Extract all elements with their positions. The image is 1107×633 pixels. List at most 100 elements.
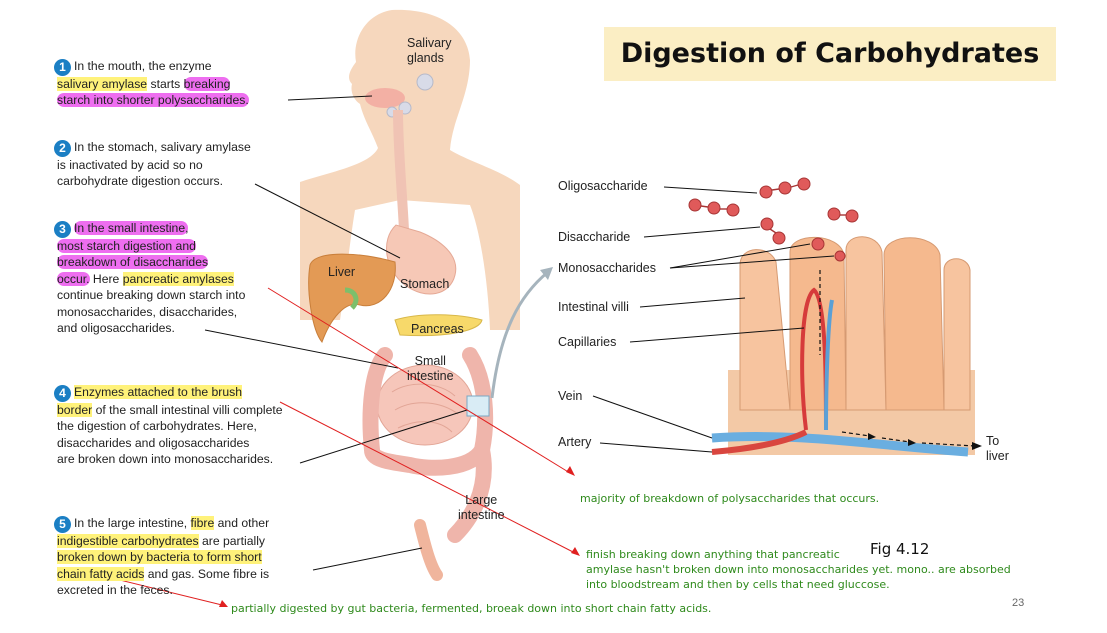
disaccharide-label: Disaccharide [558,230,631,244]
vein-label: Vein [558,389,583,403]
di-hex [772,231,786,245]
annotation-arrows [119,287,576,606]
mono-hex [834,250,846,262]
mouth-cavity [365,88,405,108]
highlight-yellow: broken down by bacteria to form short [57,550,262,565]
large-intestine-shape [362,347,494,543]
step-number-badge: 5 [54,516,71,533]
step-text-line: continue breaking down starch into [57,288,246,303]
sugar-bonds [700,184,846,234]
di-hex [845,209,859,223]
small-intestine-label: Small intestine [407,354,454,384]
step-text-line: In the stomach, salivary amylase [74,140,251,154]
highlight-pink: starch into shorter polysaccharides. [57,93,249,108]
oligo-hex [797,177,811,191]
step-text-line: and oligosaccharides. [57,321,175,336]
large-intestine-label: Large intestine [458,493,505,523]
highlight-pink: breakdown of disaccharides [57,255,209,270]
annotation-arrowhead [571,547,580,556]
highlight-yellow: salivary amylase [57,77,148,91]
di-hex [760,217,774,231]
monosaccharides-label: Monosaccharides [558,261,656,275]
oligo-hex [688,198,702,212]
step-text-line: is inactivated by acid so no [57,158,203,172]
step-text-line: and other [214,516,270,530]
villus-shape [845,236,887,411]
highlight-yellow: fibre [190,516,215,530]
esophagus [393,109,409,231]
highlight-pink: In the small intestine, [74,221,189,235]
highlight-pink: breaking [183,77,231,91]
liver-label: Liver [328,265,356,279]
step-text-line: the digestion of carbohydrates. Here, [57,419,257,434]
pancreas-shape [394,314,483,337]
label-line: Salivary [407,36,452,50]
highlight-yellow: chain fatty acids [57,566,145,581]
step-text-line: excreted in the feces. [57,583,173,598]
step-number-badge: 1 [54,59,71,76]
label-line: intestine [458,508,505,522]
stomach-shape [386,224,457,295]
body-silhouette [300,9,520,331]
sugar-molecules [688,177,859,262]
zoom-arrow [490,270,549,399]
flow-arrows [819,270,976,447]
oligo-hex [778,181,792,195]
step-text-line: Here [89,271,123,286]
figure-label: Fig 4.12 [870,540,930,558]
highlight-pink: occur. [57,271,90,286]
mono-hex [811,237,825,251]
note-line: into bloodstream and then by cells that … [586,578,890,591]
step-text-line: In the mouth, the enzyme [74,59,212,73]
artery-vessel [711,429,808,455]
note-line: amylase hasn't broken down into monosacc… [586,563,1011,576]
note-large-intestine: partially digested by gut bacteria, ferm… [231,602,712,615]
salivary-glands-label: Salivary glands [407,36,451,66]
villus-shape [789,236,847,411]
artery-label: Artery [558,435,592,449]
intestinal-villi-label: Intestinal villi [558,300,629,314]
step-text-line: of the small intestinal villi complete [92,403,283,417]
villus-shape [943,258,971,411]
label-line: intestine [407,369,454,383]
note-brush-border: finish breaking down anything that pancr… [586,547,1011,592]
page-number: 23 [1012,597,1025,609]
label-line: glands [407,51,444,65]
step-number-badge: 3 [54,221,71,238]
label-line: To [986,434,1000,448]
oligosaccharide-label: Oligosaccharide [558,179,648,193]
liver-shape [308,253,396,343]
capillary-blue [824,299,834,431]
label-line: Large [465,493,498,507]
step-text-line: carbohydrate digestion occurs. [57,174,223,189]
highlight-yellow: Enzymes attached to the brush [74,385,243,399]
step-number-badge: 2 [54,140,71,157]
di-hex [827,207,841,221]
zoom-arrow-head [540,267,553,280]
stomach-label: Stomach [400,277,450,291]
step-text-line: and gas. Some fibre is [144,566,270,581]
flow-arrowhead [868,433,876,440]
highlight-yellow: indigestible carbohydrates [57,534,199,548]
villi-location-box [466,395,490,417]
oligo-hex [707,201,721,215]
oligo-hex [726,203,740,217]
page-title: Digestion of Carbohydrates [620,38,1040,69]
villi-diagram [592,177,982,457]
note-small-intestine: majority of breakdown of polysaccharides… [580,492,880,505]
gallbladder-shape [344,287,359,310]
leader-lines [204,95,468,571]
highlight-yellow: pancreatic amylases [122,271,234,286]
label-line: liver [986,449,1009,463]
villus-shape [883,237,945,411]
salivary-gland-shape [416,73,434,91]
flow-arrowhead [972,442,982,450]
title-box: Digestion of Carbohydrates [604,27,1056,81]
step-text-line: starts [147,77,184,91]
annotation-arrowhead [566,466,575,476]
